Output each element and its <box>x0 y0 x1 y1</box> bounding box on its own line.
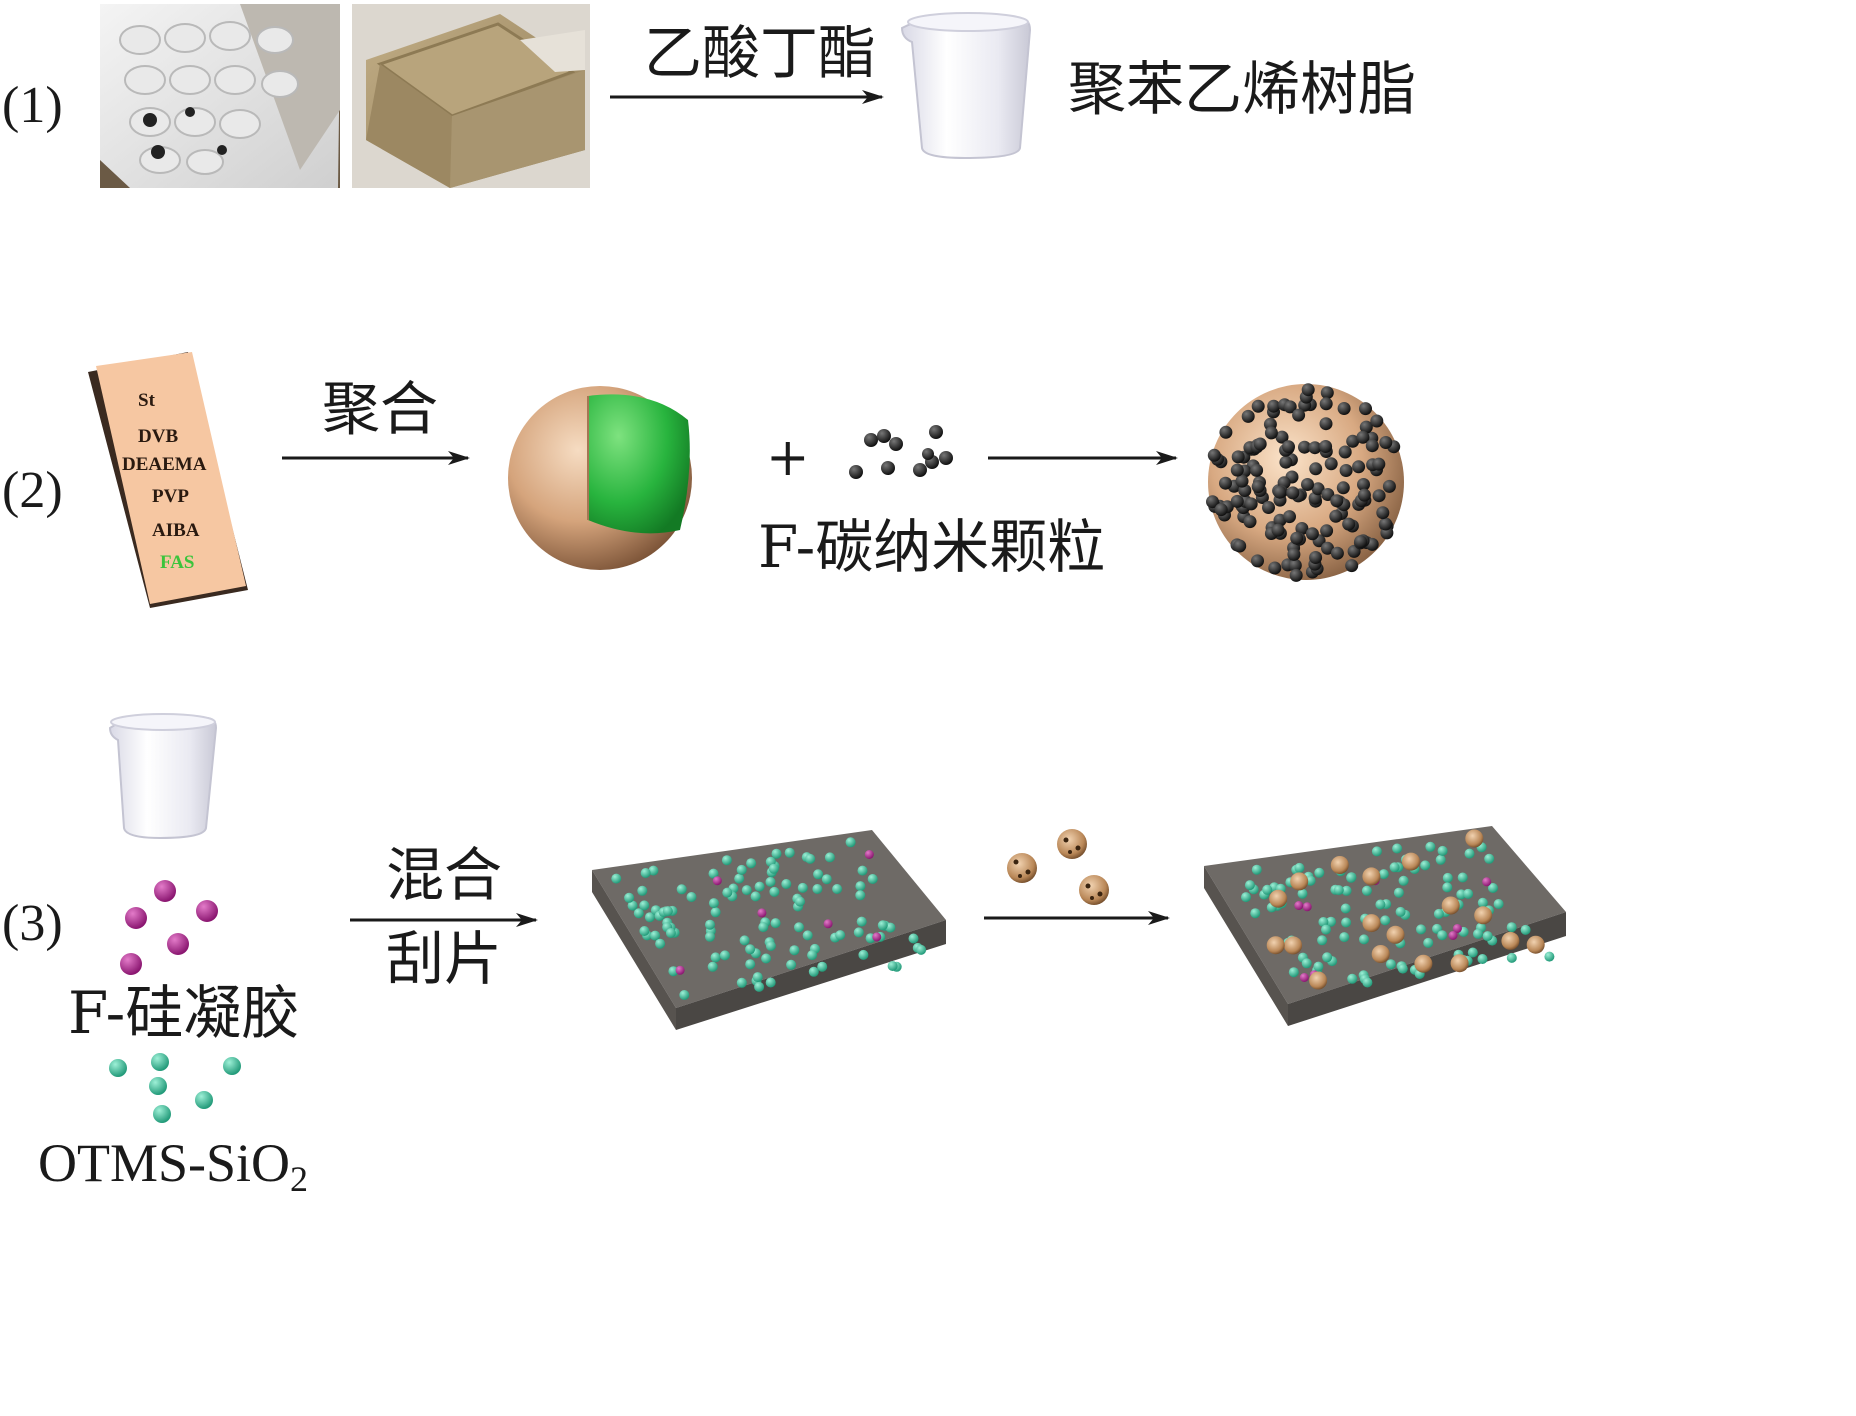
carbon-nanoparticles <box>849 425 953 479</box>
step-1-arrow-label: 乙酸丁酯 <box>644 19 877 87</box>
reagent-pvp: PVP <box>152 486 189 507</box>
f-carbon-nanoparticles-label: F-碳纳米颗粒 <box>758 513 1106 581</box>
step-2-label: (2) <box>2 462 63 519</box>
step-2-arrow-label: 聚合 <box>322 375 439 443</box>
reagent-dvb: DVB <box>138 426 178 447</box>
step-3-arrow-label-bottom: 刮片 <box>386 925 503 993</box>
reagent-st: St <box>138 390 156 411</box>
plus-sign: + <box>766 428 810 488</box>
takeout-box-photo <box>352 4 590 188</box>
step-3-label: (3) <box>2 895 63 952</box>
step-3-arrow-label-top: 混合 <box>386 841 503 909</box>
otms-sio2-label: OTMS-SiO2 <box>38 1133 309 1199</box>
otms-sio2-particles <box>109 1053 241 1123</box>
carbon-decorated-sphere <box>1206 383 1404 582</box>
composite-particles <box>1007 829 1109 905</box>
foam-tray-photo <box>100 4 340 188</box>
reagent-card: St DVB DEAEMA PVP AIBA FAS <box>88 352 248 608</box>
f-silica-gel-particles <box>120 880 218 975</box>
core-shell-sphere <box>508 386 692 570</box>
reagent-deaema: DEAEMA <box>122 454 207 475</box>
coated-board-2 <box>1204 826 1566 1026</box>
beaker-icon <box>900 12 1032 160</box>
step-1-label: (1) <box>2 77 63 134</box>
polystyrene-resin-label: 聚苯乙烯树脂 <box>1068 55 1417 123</box>
f-silica-gel-label: F-硅凝胶 <box>68 979 300 1047</box>
reagent-aiba: AIBA <box>152 520 200 541</box>
reagent-fas: FAS <box>160 552 194 573</box>
coated-board-1 <box>592 830 946 1030</box>
beaker-small-icon <box>108 713 218 840</box>
